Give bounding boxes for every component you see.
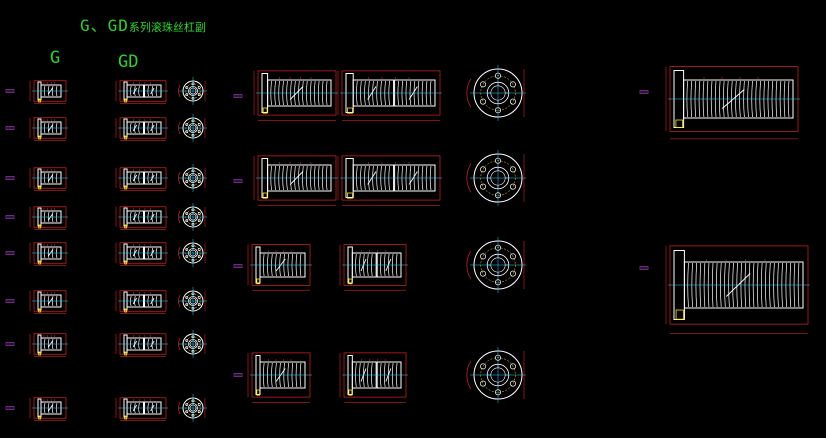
- g-side-view: [29, 333, 68, 357]
- row-tag: [5, 251, 15, 255]
- row-tag: [639, 266, 649, 270]
- row-tag: [5, 299, 15, 303]
- row-tag: [5, 126, 15, 130]
- row-tag: [5, 215, 15, 219]
- series-title: G、GD系列滚珠丝杠副: [80, 12, 206, 36]
- series-title-code: G、GD: [80, 16, 129, 35]
- flange-end-view: [178, 287, 207, 315]
- flange-end-view-large: [466, 150, 526, 206]
- row-tag: [233, 94, 243, 98]
- large-nut-view-bottom: [665, 245, 810, 334]
- g-side-view: [29, 206, 68, 230]
- column-label-gd: GD: [118, 52, 139, 72]
- flange-end-view: [178, 239, 207, 267]
- g-side-view: [29, 80, 68, 104]
- gd-side-view-large: [337, 155, 442, 206]
- gd-side-view: [115, 117, 168, 141]
- column-label-g: G: [50, 48, 61, 68]
- gd-side-view: [115, 206, 168, 230]
- g-side-view-large: [247, 352, 312, 403]
- row-tag: [233, 373, 243, 377]
- g-side-view-large: [247, 244, 312, 291]
- gd-side-view: [115, 333, 168, 357]
- flange-end-view: [178, 394, 207, 422]
- flange-end-view: [178, 114, 207, 142]
- g-side-view: [29, 397, 68, 421]
- gd-side-view: [115, 397, 168, 421]
- gd-side-view: [115, 80, 168, 104]
- gd-side-view: [115, 167, 168, 191]
- g-side-view: [29, 167, 68, 191]
- large-nut-view-top: [665, 66, 800, 140]
- row-tag: [5, 89, 15, 93]
- row-tag: [5, 176, 15, 180]
- gd-side-view-large: [339, 244, 408, 291]
- row-tag: [233, 179, 243, 183]
- flange-end-view-large: [466, 237, 526, 293]
- flange-end-view-large: [466, 347, 526, 403]
- g-side-view: [29, 242, 68, 266]
- series-title-name: 系列滚珠丝杠副: [128, 21, 206, 34]
- g-side-view-large: [253, 155, 338, 206]
- flange-end-view-large: [466, 65, 526, 121]
- row-tag: [5, 342, 15, 346]
- flange-end-view: [178, 77, 207, 105]
- gd-side-view-large: [337, 70, 442, 121]
- g-side-view: [29, 117, 68, 141]
- g-side-view-large: [253, 70, 338, 121]
- flange-end-view: [178, 203, 207, 231]
- flange-end-view: [178, 164, 207, 192]
- flange-end-view: [178, 330, 207, 358]
- row-tag: [5, 406, 15, 410]
- gd-side-view-large: [339, 352, 408, 403]
- g-side-view: [29, 290, 68, 314]
- gd-side-view: [115, 290, 168, 314]
- gd-side-view: [115, 242, 168, 266]
- row-tag: [639, 90, 649, 94]
- row-tag: [233, 264, 243, 268]
